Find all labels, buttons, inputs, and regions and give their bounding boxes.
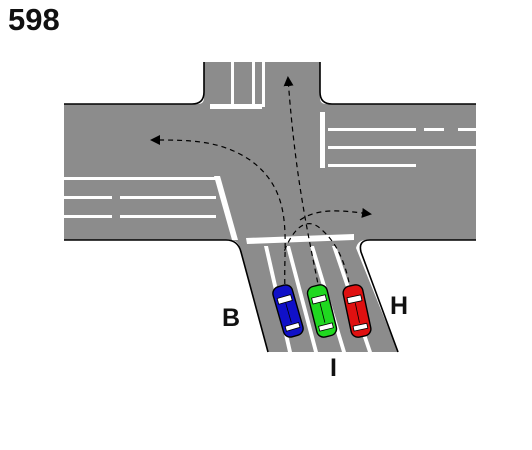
- green-car: [306, 284, 338, 338]
- road-curbs: [64, 62, 476, 353]
- lane-markings: [64, 62, 476, 352]
- label-b: B: [222, 304, 240, 332]
- blue-car: [272, 284, 304, 338]
- vehicles: [272, 284, 372, 338]
- red-car: [342, 284, 372, 338]
- path-left-turn: [150, 135, 287, 303]
- vehicle-labels: B I H: [222, 292, 408, 382]
- label-h: H: [390, 292, 408, 320]
- label-i: I: [330, 354, 337, 382]
- question-number: 598: [8, 2, 60, 37]
- road-surface: [64, 62, 476, 352]
- path-straight: [283, 76, 322, 301]
- movement-paths: [150, 76, 372, 303]
- path-right-turn-exit: [299, 207, 372, 221]
